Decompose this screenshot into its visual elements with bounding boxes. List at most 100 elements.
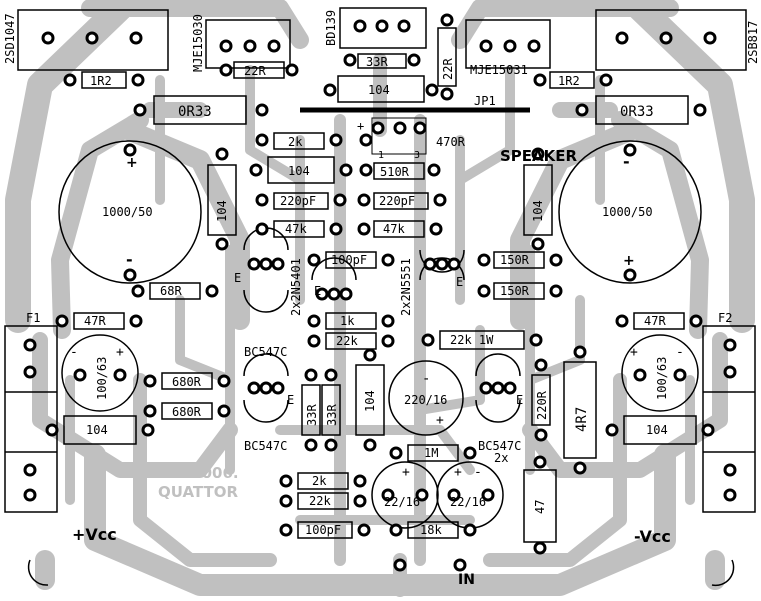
- label-r-18k: 18k: [420, 523, 442, 537]
- label-c-220-16: 220/16: [404, 393, 447, 407]
- silkscreen-text: 2SD1047 2SB817 MJE15030 BD139 MJE15031 1…: [3, 10, 760, 588]
- solder-pad: [249, 163, 263, 177]
- solder-pad: [123, 143, 137, 157]
- solder-pad: [575, 103, 589, 117]
- solder-pad: [529, 333, 543, 347]
- solder-pad: [359, 133, 373, 147]
- solder-pad: [141, 423, 155, 437]
- solder-pad: [531, 147, 545, 161]
- label-r-0r33-right: 0R33: [620, 104, 654, 120]
- label-2x2n5401: 2x2N5401: [289, 258, 303, 316]
- solder-pad: [285, 63, 299, 77]
- emitter-mark-3: E: [456, 275, 463, 289]
- solder-pad: [463, 446, 477, 460]
- solder-pad: [215, 237, 229, 251]
- solder-pad: [327, 287, 341, 301]
- solder-pad: [129, 314, 143, 328]
- cap-22b-minus: -: [474, 465, 482, 480]
- label-r-0r33-left: 0R33: [178, 104, 212, 120]
- cap-220-minus: -: [422, 371, 430, 387]
- solder-pad: [633, 368, 647, 382]
- solder-pad: [421, 333, 435, 347]
- solder-pad: [131, 284, 145, 298]
- label-mje15030: MJE15030: [191, 14, 205, 72]
- solder-pad: [453, 558, 467, 572]
- solder-pad: [323, 83, 337, 97]
- solder-pad: [463, 523, 477, 537]
- label-r-1r2-right: 1R2: [558, 74, 580, 88]
- label-bc547c-top: BC547C: [244, 345, 287, 359]
- label-r-47k-left: 47k: [285, 222, 307, 236]
- solder-pad: [129, 31, 143, 45]
- label-r-68r: 68R: [160, 284, 182, 298]
- solder-pad: [279, 494, 293, 508]
- solder-pad: [381, 253, 395, 267]
- solder-pad: [357, 222, 371, 236]
- solder-pad: [423, 257, 437, 271]
- label-2x2n5551: 2x2N5551: [399, 258, 413, 316]
- solder-pad: [723, 365, 737, 379]
- solder-pad: [279, 474, 293, 488]
- solder-pad: [307, 334, 321, 348]
- solder-pad: [85, 31, 99, 45]
- label-r-22k: 22k: [336, 334, 358, 348]
- solder-pad: [623, 143, 637, 157]
- solder-pad: [440, 87, 454, 101]
- label-r-150r-a: 150R: [500, 253, 530, 267]
- solder-pad: [531, 237, 545, 251]
- label-r-470r: 470R: [436, 135, 466, 149]
- solder-pad: [133, 103, 147, 117]
- solder-pad: [55, 314, 69, 328]
- jumper-plus-sign: +: [357, 119, 364, 133]
- solder-pad: [533, 541, 547, 555]
- cap-22b-plus: +: [454, 465, 462, 480]
- label-c-1000-right: 1000/50: [602, 205, 653, 219]
- label-r-22k-1w: 22k 1W: [450, 333, 494, 347]
- solder-pad: [324, 438, 338, 452]
- solder-pad: [45, 423, 59, 437]
- label-c-104-left-vert: 104: [215, 200, 229, 222]
- label-c-104-a: 104: [288, 164, 310, 178]
- solder-pad: [359, 163, 373, 177]
- solder-pad: [217, 374, 231, 388]
- solder-pad: [73, 368, 87, 382]
- solder-pad: [573, 345, 587, 359]
- solder-pad: [143, 374, 157, 388]
- cap-100-right-plus: +: [630, 345, 638, 360]
- solder-pad: [357, 523, 371, 537]
- solder-pad: [503, 381, 517, 395]
- solder-pad: [389, 446, 403, 460]
- label-speaker: SPEAKER: [500, 147, 578, 165]
- label-c-220pf-left: 220pF: [280, 194, 316, 208]
- transistor-bd139-body: [339, 7, 427, 49]
- cap-100-left-minus: -: [70, 345, 78, 360]
- cap-1000-50-right-outline: [558, 140, 702, 284]
- label-r-680r-b: 680R: [172, 405, 202, 419]
- label-bd139: BD139: [324, 10, 338, 46]
- solder-pad: [219, 63, 233, 77]
- solder-pad: [481, 488, 495, 502]
- cap-220-plus: +: [436, 413, 444, 428]
- cap-left-plus: +: [126, 155, 138, 171]
- solder-pad: [324, 368, 338, 382]
- solder-pad: [689, 314, 703, 328]
- emitter-mark-4: E: [287, 393, 294, 407]
- label-mje15031: MJE15031: [470, 63, 528, 77]
- solder-pad: [343, 53, 357, 67]
- solder-pad: [381, 314, 395, 328]
- solder-pad: [63, 73, 77, 87]
- label-r-1k: 1k: [340, 314, 355, 328]
- solder-pad: [353, 19, 367, 33]
- label-r-47k-right: 47k: [383, 222, 405, 236]
- solder-pad: [723, 463, 737, 477]
- solder-pad: [659, 31, 673, 45]
- label-c-100-63-right: 100/63: [655, 357, 669, 400]
- solder-pad: [479, 381, 493, 395]
- label-bc547c-bottom: BC547C: [244, 439, 287, 453]
- solder-pad: [243, 39, 257, 53]
- label-c-22-16-b: 22/16: [450, 495, 486, 509]
- label-r-33r-v1: 33R: [305, 404, 319, 426]
- fuse-f1-holder: [4, 325, 58, 513]
- solder-pad: [307, 253, 321, 267]
- solder-pad: [131, 73, 145, 87]
